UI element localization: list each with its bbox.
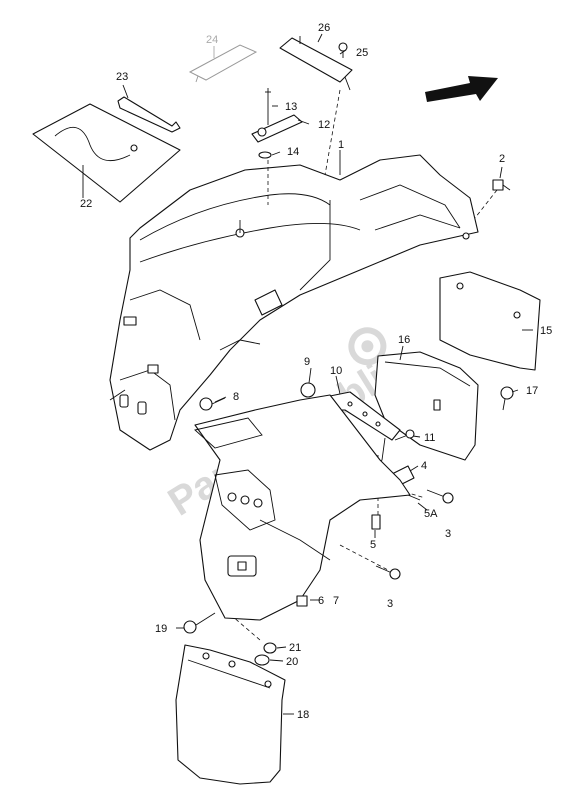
- callout-4: 4: [421, 460, 427, 472]
- part-23-wrench: [117, 96, 181, 133]
- part-3-screw-upper: [426, 489, 454, 504]
- callout-8: 8: [233, 391, 239, 403]
- callout-5: 5: [370, 539, 376, 551]
- callout-14: 14: [287, 146, 299, 158]
- part-24-strap: [188, 44, 258, 83]
- part-14-washer: [258, 151, 272, 159]
- part-15-side-cover: [439, 271, 541, 371]
- callout-3-upper: 3: [445, 528, 451, 540]
- gear-icon: [348, 327, 387, 366]
- callout-11: 11: [424, 432, 435, 444]
- callout-24: 24: [206, 34, 218, 46]
- part-20-washer: [254, 654, 270, 666]
- callout-10: 10: [330, 365, 342, 377]
- leader-lines: [82, 33, 533, 715]
- callout-23: 23: [116, 71, 128, 83]
- part-5a-screw: [407, 494, 421, 501]
- part-26-bracket: [279, 36, 353, 91]
- front-direction-arrow-icon: [425, 76, 498, 102]
- part-19-bolt: [183, 612, 216, 634]
- callout-20: 20: [286, 656, 298, 668]
- callout-26: 26: [318, 22, 330, 34]
- callout-13: 13: [285, 101, 297, 113]
- part-16-tail-cover: [374, 351, 479, 461]
- part-6-inner-fender: [194, 394, 411, 621]
- part-17-screw: [500, 386, 514, 411]
- callout-17: 17: [526, 385, 538, 397]
- part-8-screw: [199, 397, 226, 411]
- callout-1: 1: [338, 139, 344, 151]
- callout-25: 25: [356, 47, 368, 59]
- callout-12: 12: [318, 119, 330, 131]
- callout-15: 15: [540, 325, 552, 337]
- part-25-screw: [338, 42, 348, 58]
- callout-5a: 5A: [424, 508, 438, 520]
- part-22-tool-bag: [32, 103, 181, 203]
- callout-7: 7: [333, 595, 339, 607]
- callout-19: 19: [155, 623, 167, 635]
- part-11-bolt: [394, 429, 415, 441]
- callout-3-lower: 3: [387, 598, 393, 610]
- callout-18: 18: [297, 709, 309, 721]
- callout-16: 16: [398, 334, 410, 346]
- part-13-bolt: [265, 88, 271, 125]
- part-5-nut: [371, 514, 381, 530]
- callout-9: 9: [304, 356, 310, 368]
- part-9-grommet: [300, 382, 316, 398]
- part-21-nut: [263, 642, 277, 654]
- callout-21: 21: [289, 642, 301, 654]
- part-3-screw-lower: [375, 565, 401, 580]
- part-2-bolt: [492, 179, 511, 191]
- callout-2: 2: [499, 153, 505, 165]
- part-12-bracket: [251, 114, 303, 143]
- part-18-mud-flap: [175, 644, 286, 785]
- callout-22: 22: [80, 198, 92, 210]
- part-1-rear-fender: [109, 154, 479, 451]
- callout-6: 6: [318, 595, 324, 607]
- callout-labels: 1 2 3 3 4 5 5A 6 7 8 9 10 11 12 13 14 15…: [80, 22, 552, 721]
